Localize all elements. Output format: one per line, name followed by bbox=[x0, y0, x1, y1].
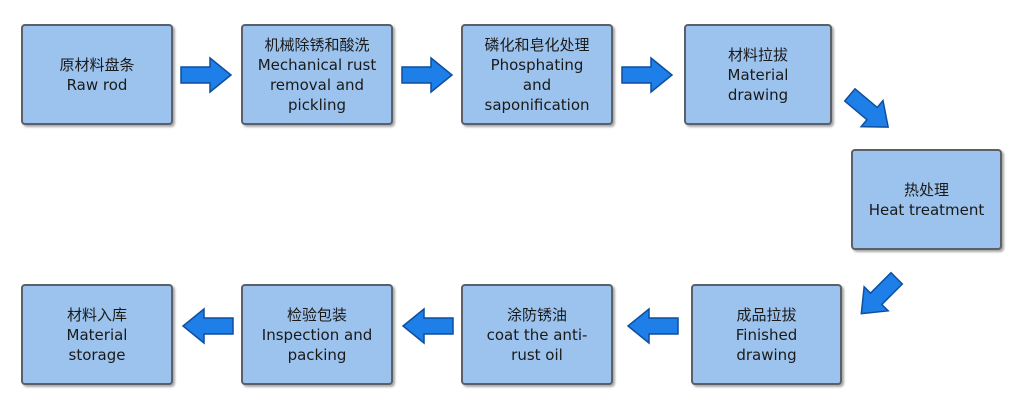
step-material-storage: 材料入库 Material storage bbox=[21, 284, 173, 385]
flow-arrow-icon bbox=[401, 307, 454, 345]
flow-arrow-icon bbox=[401, 56, 454, 94]
step-label-zh: 成品拉拔 bbox=[736, 305, 797, 324]
flow-arrow-icon bbox=[180, 56, 233, 94]
step-label-en: Material bbox=[727, 65, 789, 84]
step-label-en: saponification bbox=[484, 95, 590, 114]
step-raw-rod: 原材料盘条 Raw rod bbox=[21, 24, 173, 125]
step-label-en: rust oil bbox=[511, 345, 563, 364]
step-label-zh: 材料拉拔 bbox=[727, 45, 788, 64]
step-label-en: Mechanical rust bbox=[257, 55, 377, 74]
step-finished-drawing: 成品拉拔 Finished drawing bbox=[691, 284, 842, 385]
step-material-drawing: 材料拉拔 Material drawing bbox=[684, 24, 832, 125]
step-label-zh: 原材料盘条 bbox=[59, 55, 135, 74]
flow-arrow-icon bbox=[621, 56, 674, 94]
flow-arrow-icon bbox=[181, 307, 234, 345]
step-mechanical-rust-removal: 机械除锈和酸洗 Mechanical rust removal and pick… bbox=[241, 24, 393, 125]
step-label-zh: 检验包装 bbox=[286, 305, 347, 324]
step-label-en: coat the anti- bbox=[486, 325, 588, 344]
step-inspection-packing: 检验包装 Inspection and packing bbox=[241, 284, 393, 385]
flow-arrow-icon bbox=[626, 307, 679, 345]
step-label-en: Raw rod bbox=[66, 75, 128, 94]
step-label-en: and bbox=[522, 75, 552, 94]
flow-arrow-icon bbox=[843, 87, 890, 128]
step-label-en: Phosphating bbox=[490, 55, 584, 74]
step-heat-treatment: 热处理 Heat treatment bbox=[851, 149, 1002, 250]
step-label-zh: 磷化和皂化处理 bbox=[484, 35, 590, 54]
step-label-en: Heat treatment bbox=[868, 200, 985, 219]
step-label-en: drawing bbox=[736, 345, 797, 364]
step-label-en: storage bbox=[68, 345, 126, 364]
step-label-zh: 热处理 bbox=[903, 180, 949, 199]
step-label-zh: 机械除锈和酸洗 bbox=[264, 35, 370, 54]
step-label-en: pickling bbox=[288, 95, 346, 114]
step-label-en: Material bbox=[66, 325, 128, 344]
step-label-en: removal and bbox=[269, 75, 365, 94]
step-label-zh: 材料入库 bbox=[66, 305, 127, 324]
step-label-en: Inspection and bbox=[261, 325, 373, 344]
step-coat-anti-rust-oil: 涂防锈油 coat the anti- rust oil bbox=[461, 284, 613, 385]
step-label-zh: 涂防锈油 bbox=[506, 305, 567, 324]
step-label-en: packing bbox=[287, 345, 347, 364]
flow-arrow-icon bbox=[860, 271, 904, 315]
step-label-en: drawing bbox=[727, 85, 789, 104]
step-label-en: Finished bbox=[735, 325, 798, 344]
step-phosphating: 磷化和皂化处理 Phosphating and saponification bbox=[461, 24, 613, 125]
